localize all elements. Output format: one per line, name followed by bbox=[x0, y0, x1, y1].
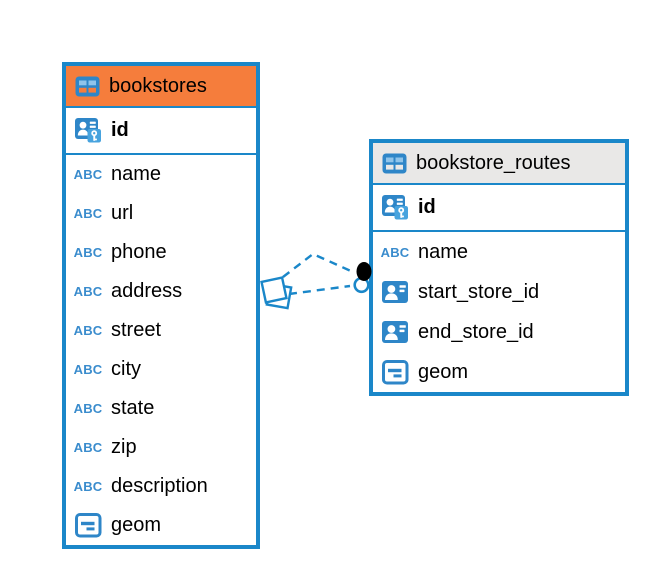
column-row-name[interactable]: ABC name bbox=[66, 155, 256, 194]
column-row-address[interactable]: ABC address bbox=[66, 272, 256, 311]
column-name: end_store_id bbox=[418, 320, 534, 343]
column-name: geom bbox=[418, 360, 469, 383]
column-name: geom bbox=[111, 514, 162, 536]
geometry-type-icon bbox=[73, 513, 103, 538]
ring-marker[interactable] bbox=[353, 276, 370, 294]
column-name: state bbox=[111, 397, 155, 419]
table-header-bookstore-routes[interactable]: bookstore_routes bbox=[373, 143, 625, 185]
column-name: name bbox=[111, 163, 162, 185]
primary-key-section: id bbox=[66, 108, 256, 155]
table-bookstore-routes[interactable]: bookstore_routes id ABC name start_store_… bbox=[369, 139, 629, 396]
foreign-id-icon bbox=[380, 280, 410, 304]
column-name: id bbox=[111, 119, 129, 141]
relation-line-fk-end-store[interactable] bbox=[288, 284, 351, 296]
text-type-icon: ABC bbox=[73, 323, 103, 338]
column-row-description[interactable]: ABC description bbox=[66, 467, 256, 506]
column-name: zip bbox=[111, 436, 137, 458]
column-row-geom[interactable]: geom bbox=[373, 352, 625, 392]
column-row-phone[interactable]: ABC phone bbox=[66, 233, 256, 272]
primary-key-id-icon bbox=[380, 195, 410, 220]
diamond-marker-back[interactable] bbox=[265, 282, 293, 310]
column-row-id[interactable]: id bbox=[66, 108, 256, 153]
column-name: name bbox=[418, 240, 469, 263]
column-row-zip[interactable]: ABC zip bbox=[66, 428, 256, 467]
column-name: description bbox=[111, 475, 208, 497]
text-type-icon: ABC bbox=[73, 167, 103, 182]
column-name: city bbox=[111, 358, 141, 380]
table-title: bookstores bbox=[109, 74, 207, 97]
column-name: url bbox=[111, 202, 134, 224]
column-row-id[interactable]: id bbox=[373, 185, 625, 230]
table-icon bbox=[382, 153, 407, 174]
diamond-marker-front[interactable] bbox=[260, 276, 288, 304]
table-title: bookstore_routes bbox=[416, 151, 571, 174]
column-row-city[interactable]: ABC city bbox=[66, 350, 256, 389]
column-row-start_store_id[interactable]: start_store_id bbox=[373, 272, 625, 312]
column-name: address bbox=[111, 280, 183, 302]
text-type-icon: ABC bbox=[73, 362, 103, 377]
column-name: phone bbox=[111, 241, 167, 263]
column-row-url[interactable]: ABC url bbox=[66, 194, 256, 233]
text-type-icon: ABC bbox=[73, 206, 103, 221]
columns-section: ABC name start_store_id end_store_id geom bbox=[373, 232, 625, 392]
foreign-id-icon bbox=[380, 320, 410, 344]
column-row-geom[interactable]: geom bbox=[66, 506, 256, 545]
column-row-name[interactable]: ABC name bbox=[373, 232, 625, 272]
text-type-icon: ABC bbox=[73, 440, 103, 455]
column-name: street bbox=[111, 319, 162, 341]
text-type-icon: ABC bbox=[73, 245, 103, 260]
column-row-street[interactable]: ABC street bbox=[66, 311, 256, 350]
column-name: start_store_id bbox=[418, 280, 540, 303]
relation-line-fk-start-store[interactable] bbox=[282, 252, 354, 278]
column-row-state[interactable]: ABC state bbox=[66, 389, 256, 428]
table-icon bbox=[75, 76, 100, 97]
primary-key-section: id bbox=[373, 185, 625, 232]
text-type-icon: ABC bbox=[73, 479, 103, 494]
table-header-bookstores[interactable]: bookstores bbox=[66, 66, 256, 108]
column-name: id bbox=[418, 196, 436, 218]
text-type-icon: ABC bbox=[73, 401, 103, 416]
text-type-icon: ABC bbox=[380, 244, 410, 260]
primary-key-id-icon bbox=[73, 118, 103, 143]
geometry-type-icon bbox=[380, 359, 410, 385]
column-row-end_store_id[interactable]: end_store_id bbox=[373, 312, 625, 352]
text-type-icon: ABC bbox=[73, 284, 103, 299]
